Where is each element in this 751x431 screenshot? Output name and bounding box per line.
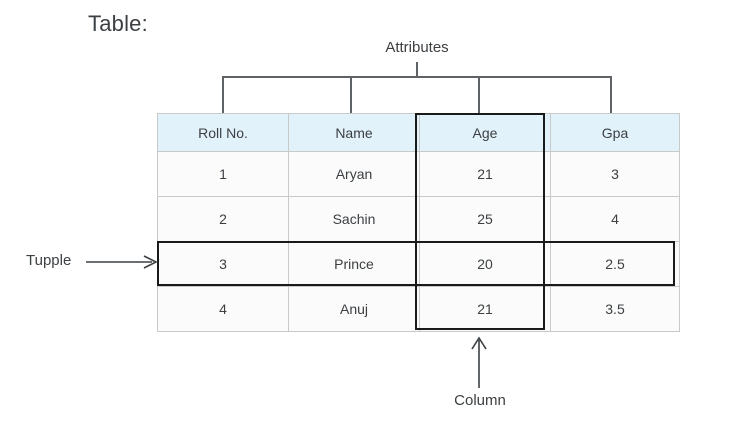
table-header-row: Roll No. Name Age Gpa <box>157 113 680 152</box>
cell-gpa: 3 <box>550 151 680 197</box>
table-row: 1 Aryan 21 3 <box>157 151 680 197</box>
table-row: 2 Sachin 25 4 <box>157 196 680 242</box>
attributes-tick-gpa <box>610 76 612 114</box>
attributes-tick-name <box>350 76 352 114</box>
table-row: 4 Anuj 21 3.5 <box>157 286 680 332</box>
cell-name: Anuj <box>288 286 420 332</box>
cell-age: 20 <box>419 241 551 287</box>
attributes-horizontal-line <box>222 76 612 78</box>
cell-roll-no: 4 <box>157 286 289 332</box>
cell-roll-no: 2 <box>157 196 289 242</box>
cell-name: Prince <box>288 241 420 287</box>
cell-roll-no: 3 <box>157 241 289 287</box>
cell-name: Sachin <box>288 196 420 242</box>
column-header-name[interactable]: Name <box>288 113 420 152</box>
column-annotation-label: Column <box>454 392 506 409</box>
tupple-arrow-icon <box>86 255 158 269</box>
cell-gpa: 4 <box>550 196 680 242</box>
column-header-gpa[interactable]: Gpa <box>550 113 680 152</box>
attributes-annotation-label: Attributes <box>385 39 449 56</box>
cell-age: 21 <box>419 286 551 332</box>
student-table: Roll No. Name Age Gpa 1 Aryan 21 3 2 Sac… <box>157 113 680 332</box>
column-arrow-icon <box>471 336 487 388</box>
cell-name: Aryan <box>288 151 420 197</box>
attributes-tick-age <box>478 76 480 114</box>
table-row-highlighted: 3 Prince 20 2.5 <box>157 241 680 287</box>
cell-age: 25 <box>419 196 551 242</box>
cell-age: 21 <box>419 151 551 197</box>
cell-gpa: 2.5 <box>550 241 680 287</box>
attributes-tick-roll-no <box>222 76 224 114</box>
cell-roll-no: 1 <box>157 151 289 197</box>
column-header-roll-no[interactable]: Roll No. <box>157 113 289 152</box>
attributes-stem-line <box>416 62 418 77</box>
cell-gpa: 3.5 <box>550 286 680 332</box>
page-title: Table: <box>88 11 148 36</box>
column-header-age[interactable]: Age <box>419 113 551 152</box>
tupple-annotation-label: Tupple <box>26 252 72 269</box>
